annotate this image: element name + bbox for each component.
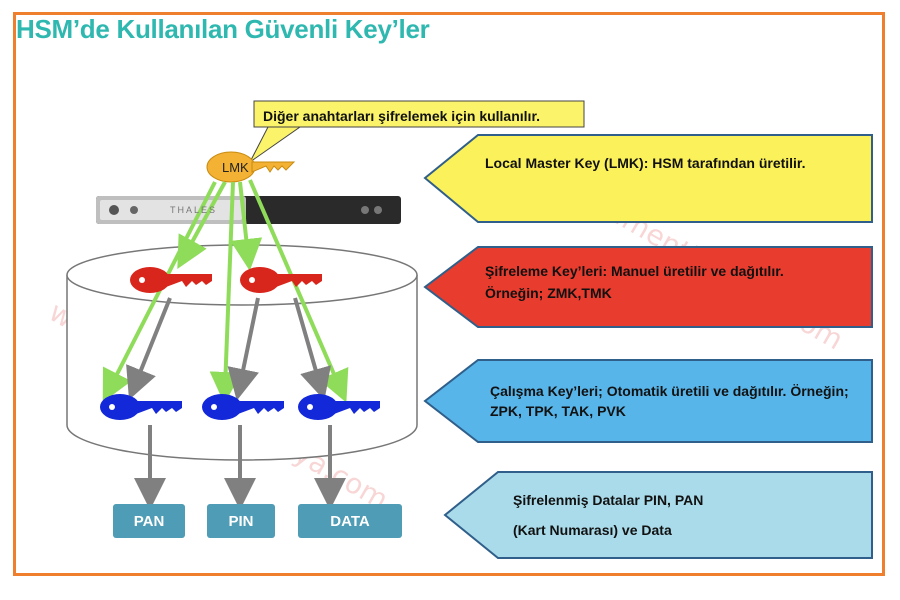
working-key-icon-3 xyxy=(298,394,380,420)
desc-encrypted-data-line2: (Kart Numarası) ve Data xyxy=(513,522,672,538)
encryption-key-icon-2 xyxy=(240,267,322,293)
desc-panel-lmk xyxy=(423,134,873,223)
encryption-key-icon-1 xyxy=(130,267,212,293)
diagram-frame xyxy=(13,12,885,576)
lmk-label: LMK xyxy=(222,160,249,175)
desc-encryption-keys: Şifreleme Key’leri: Manuel üretilir ve d… xyxy=(485,263,784,301)
working-key-icon-1 xyxy=(100,394,182,420)
device-label: THALES xyxy=(170,205,218,215)
callout-text: Diğer anahtarları şifrelemek için kullan… xyxy=(263,108,541,124)
callout-bubble xyxy=(249,100,585,163)
output-box-pin: PIN xyxy=(207,504,275,538)
desc-encrypted-data: Şifrelenmiş Datalar PIN, PAN (Kart Numar… xyxy=(513,485,843,545)
desc-lmk: Local Master Key (LMK): HSM tarafından ü… xyxy=(485,155,806,171)
page-title: HSM’de Kullanılan Güvenli Key’ler xyxy=(16,14,430,44)
desc-panel-encryption xyxy=(423,246,873,328)
desc-working-keys: Çalışma Key’leri; Otomatik üretili ve da… xyxy=(490,383,849,419)
output-gray-arrows xyxy=(134,425,346,510)
hsm-device xyxy=(96,196,401,224)
output-box-pan: PAN xyxy=(113,504,185,538)
working-key-icon-2 xyxy=(202,394,284,420)
desc-encrypted-data-line1: Şifrelenmiş Datalar PIN, PAN xyxy=(513,492,704,508)
desc-panel-working xyxy=(423,359,873,443)
encryption-gray-arrows xyxy=(126,297,331,401)
desc-panel-data xyxy=(443,471,873,559)
lmk-key-icon xyxy=(206,151,296,183)
output-box-data: DATA xyxy=(298,504,402,538)
